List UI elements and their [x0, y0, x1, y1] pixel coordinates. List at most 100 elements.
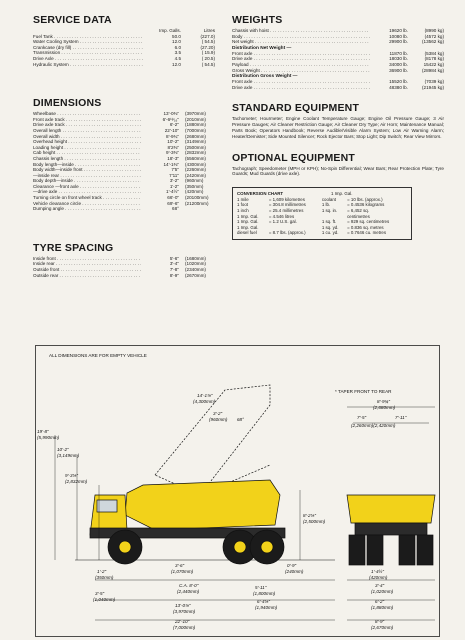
row-value-imperial: 36900 lb.	[389, 67, 408, 73]
row-label: Hydraulic System	[33, 62, 143, 68]
standard-equipment-text: Tachometer; Hourmeter; Engine Coolant Te…	[232, 116, 444, 139]
service-data-row: Drive Axle 4.5 ( 20.5)	[33, 56, 215, 62]
row-value-imperial: 4.5	[174, 55, 181, 61]
row-value-imperial: 3'-4"	[169, 261, 179, 267]
row-value-metric: (7000mm)	[185, 127, 206, 133]
net-weight-table: Front axle11870 lb.(5384 kg)Drive axle18…	[232, 51, 444, 73]
optional-equipment-text: Tachograph; Speedometer (MPH or KPH); No…	[232, 165, 444, 177]
label-depth: 3'-2"	[213, 411, 223, 416]
conversion-cell: 1 lb.	[321, 202, 331, 208]
dimensions-row: Turning circle on front wheel track66'-0…	[33, 195, 215, 201]
row-label: Drive Axle	[33, 56, 143, 62]
row-value-metric: (21945 kg)	[422, 84, 444, 90]
conversion-cell: 1 sq. ft.	[321, 219, 337, 225]
row-value-imperial: 22'-10"	[164, 127, 179, 133]
row-value-imperial: 10080 lb.	[389, 33, 408, 39]
service-data-title: SERVICE DATA	[33, 14, 112, 26]
row-value-metric: (1020mm)	[185, 261, 206, 267]
row-label: Overall width	[33, 134, 141, 140]
conversion-header-right: 1 Imp. Gal.	[331, 191, 353, 197]
conversion-row: 1 Imp. Gal.1 sq. yd.= 0.836 sq. metres	[237, 225, 407, 231]
conversion-cell: 1 cu. yd.	[321, 230, 339, 236]
weights-row: Body10080 lb.(4572 kg)	[232, 34, 444, 40]
weights-row: Net weight29900 lb.(13562 kg)	[232, 39, 444, 45]
label-h1-mm: (3,149mm)	[57, 453, 80, 458]
row-value-metric: (2832mm)	[185, 150, 206, 156]
row-label: Body	[232, 34, 370, 40]
conversion-cell: 1 inch	[237, 207, 249, 213]
dimensions-row: Overhead height10'-2"(3149mm)	[33, 139, 215, 145]
conversion-cell: 1 sq. yd.	[321, 224, 339, 230]
row-value-metric: (2500mm)	[185, 144, 206, 150]
row-value-metric: 15422 kg)	[423, 61, 444, 67]
row-label: Wheelbase	[33, 111, 141, 117]
row-value-metric	[179, 206, 215, 212]
label-depth-mm: (960mm)	[209, 417, 228, 422]
dimensions-row: —inside rear7'11"(2420mm)	[33, 173, 215, 179]
truck-side-view	[54, 384, 335, 621]
row-value-metric: ( 54.5)	[201, 39, 215, 45]
row-value-imperial: 8'-9¾"	[166, 133, 179, 139]
row-value-metric: (1880mm)	[185, 122, 206, 128]
conversion-cell: = 0.836 sq. metres	[347, 224, 384, 230]
label-t4-mm: (2,670mm)	[371, 625, 394, 630]
gross-weight-heading: Distribution Gross Weight —	[232, 74, 298, 80]
conversion-cell: = 10 lbs. (approx.)	[347, 196, 383, 202]
label-r3: 6'-4⅜"	[257, 599, 270, 604]
row-value-imperial: 19620 lb.	[389, 28, 408, 33]
row-value-imperial: 11870 lb.	[389, 50, 408, 56]
label-t1-mm: (420mm)	[369, 575, 388, 580]
row-value-imperial: 69'-6"	[167, 200, 179, 206]
row-value-imperial: 8'-9"	[169, 272, 179, 278]
conversion-cell: = 8.7 lbs. (approx.)	[268, 230, 306, 236]
vehicle-dimension-diagram: ALL DIMENSIONS ARE FOR EMPTY VEHICLE * T…	[35, 345, 440, 637]
gross-weight-row: Front axle15520 lb.(7039 kg)	[232, 79, 444, 85]
row-label: Transmission	[33, 50, 143, 56]
row-value-imperial: 1'-2"	[169, 183, 179, 189]
row-value-metric: ( 54.5)	[201, 61, 215, 67]
row-value-metric: (1680mm)	[185, 255, 206, 261]
tyre-spacing-row: Outside rear8'-9"(2670mm)	[33, 273, 215, 279]
row-value-imperial: 3'-2"	[169, 178, 179, 184]
tyre-spacing-title: TYRE SPACING	[33, 241, 114, 254]
conversion-cell: = 0.7646 cu. metres	[347, 230, 387, 236]
label-h2-mm: (2,832mm)	[65, 479, 88, 484]
row-value-metric: ( 20.5)	[201, 55, 215, 61]
right-column: WEIGHTS Chassis with hoist19620 lb.(8990…	[232, 14, 444, 240]
label-r2: 5'-11"	[255, 585, 267, 590]
conversion-cell: = 1,609 kilometres	[268, 196, 305, 202]
dimensions-table: Wheelbase13'-0⅜"(3970mm)Front axle track…	[33, 111, 215, 212]
row-value-imperial: 1'-4½"	[166, 189, 179, 195]
row-label: Payload	[232, 62, 370, 68]
label-t2-mm: (1,020mm)	[371, 589, 394, 594]
row-value-metric: (13562 kg)	[422, 39, 444, 45]
row-label: Crankcase (dry fill)	[33, 45, 143, 51]
row-label: Drive axle track	[33, 122, 141, 128]
service-data-row: Water Cooling System12.0( 54.5)	[33, 39, 215, 45]
row-value-metric: (2420mm)	[185, 172, 206, 178]
weights-row: Chassis with hoist19620 lb.(8990 kg)	[232, 28, 444, 34]
row-value-metric: (2680mm)	[185, 133, 206, 139]
row-value-imperial: 34000 lb.	[389, 61, 408, 67]
label-f2-mm: (1,040mm)	[93, 597, 116, 602]
label-body-len-mm: (4,300mm)	[193, 399, 216, 404]
gross-weight-table: Front axle15520 lb.(7039 kg)Drive axle48…	[232, 79, 444, 90]
left-column: SERVICE DATA Imp. Galls. Litres Fuel Tan…	[33, 14, 215, 278]
net-weight-row: Drive axle18030 lb.(8178 kg)	[232, 56, 444, 62]
row-value-imperial: 15520 lb.	[389, 79, 408, 85]
taper-note: * TAPER FRONT TO REAR	[335, 389, 392, 394]
row-value-imperial: 6'-6¹¹⁄₁₆"	[162, 116, 179, 122]
row-value-metric: (21200mm)	[185, 200, 209, 206]
weights-title: WEIGHTS	[232, 14, 283, 26]
conversion-cell: = 25.4 millimetres	[268, 207, 304, 213]
dimensions-row: Loading height8'2⅜"(2500mm)	[33, 145, 215, 151]
label-gc1: 1'-2"	[97, 569, 107, 574]
conversion-chart: CONVERSION CHART 1 Imp. Gal. 1 mile= 1,6…	[232, 187, 412, 240]
tyre-spacing-row: Outside front7'-8"(2340mm)	[33, 267, 215, 273]
label-overall-len: 19'-8"	[37, 429, 49, 434]
row-label: Outside front	[33, 267, 141, 273]
row-value-metric: (8990 kg)	[424, 28, 444, 33]
